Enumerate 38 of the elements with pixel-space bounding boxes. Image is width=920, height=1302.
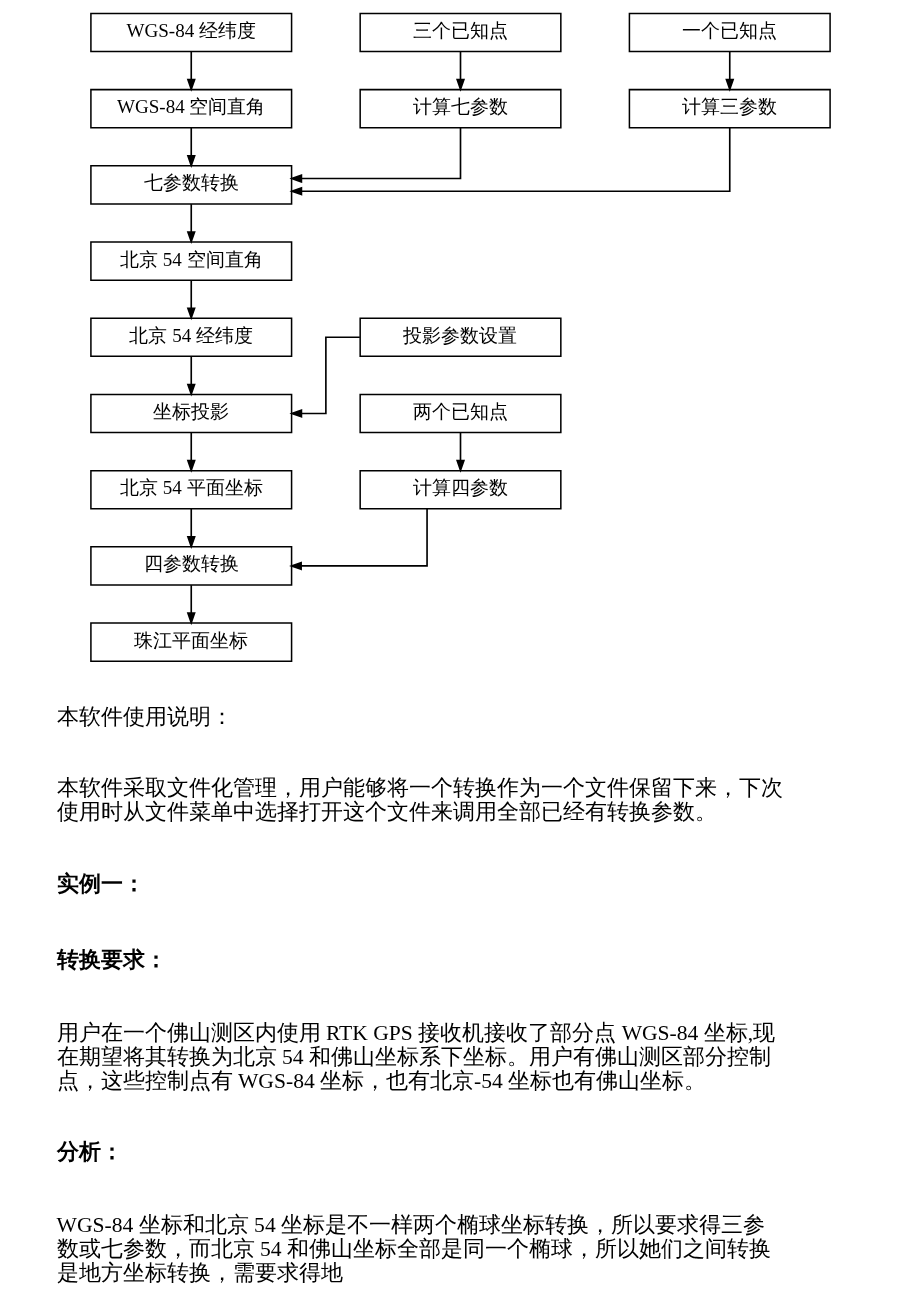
arrow xyxy=(455,50,465,92)
arrow xyxy=(186,203,196,245)
label: 分析： xyxy=(56,1139,123,1164)
node-box: 珠江平面坐标 xyxy=(89,622,292,662)
node-box: 北京 54 空间直角 xyxy=(89,241,292,281)
node-box: 一个已知点 xyxy=(628,12,831,53)
node-box: 投影参数设置 xyxy=(358,317,562,358)
arrow xyxy=(288,336,361,418)
arrow xyxy=(288,126,461,184)
node-box: 北京 54 平面坐标 xyxy=(89,469,292,510)
arrow xyxy=(186,50,196,92)
node-box: 三个已知点 xyxy=(358,12,562,53)
arrow xyxy=(186,127,196,168)
node-box: 计算七参数 xyxy=(358,88,562,129)
label: 实例一： xyxy=(56,871,145,896)
label: WGS-84 坐标和北京 54 坐标是不一样两个椭球坐标转换，所以要求得三参数或七参数，而北京 54 和佛山坐标全部是同一个椭球，所以她们之间转换是地方坐标转换，需要求得地 xyxy=(56,1212,771,1285)
node-box: 两个已知点 xyxy=(358,393,562,434)
arrow xyxy=(288,127,731,196)
arrow xyxy=(186,279,196,321)
arrow xyxy=(186,355,196,397)
arrow xyxy=(724,50,734,92)
node-box: WGS-84 经纬度 xyxy=(89,12,292,53)
node-box: 坐标投影 xyxy=(89,393,292,434)
label: 转换要求： xyxy=(56,947,167,972)
node-box: 计算三参数 xyxy=(628,88,831,129)
arrow xyxy=(288,508,428,571)
arrow xyxy=(186,584,196,626)
node-box: WGS-84 空间直角 xyxy=(89,88,292,129)
label: 用户在一个佛山测区内使用 RTK GPS 接收机接收了部分点 WGS-84 坐标,现在期望将其转换为北京 54 和佛山坐标系下坐标。用户有佛山测区部分控制点，这些控制点有 WGS-84 坐标，也有北京-54 坐标也有佛山坐标。 xyxy=(56,1020,775,1094)
node-box: 计算四参数 xyxy=(358,469,562,510)
arrow xyxy=(186,508,196,549)
node-box: 七参数转换 xyxy=(89,165,292,205)
arrow xyxy=(186,431,196,473)
node-box: 四参数转换 xyxy=(89,546,292,586)
arrow xyxy=(455,431,465,473)
label: 本软件采取文件化管理，用户能够将一个转换作为一个文件保留下来，下次使用时从文件菜单中选择打开这个文件来调用全部已经有转换参数。 xyxy=(56,776,783,825)
label: 本软件使用说明： xyxy=(56,705,233,730)
node-box: 北京 54 经纬度 xyxy=(89,317,292,358)
